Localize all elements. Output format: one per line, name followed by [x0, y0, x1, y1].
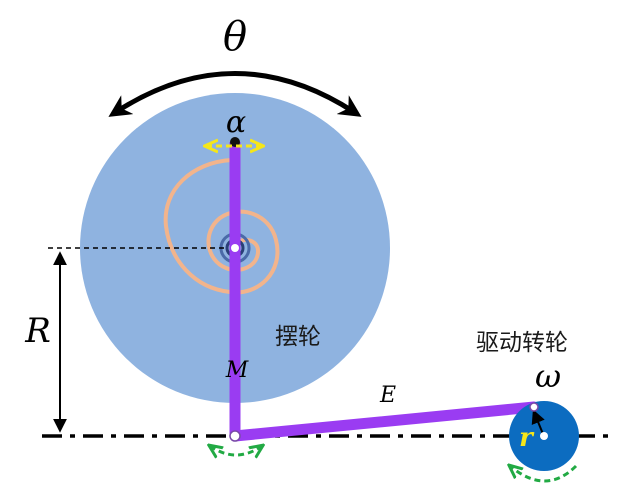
label-link-e: E — [379, 383, 396, 408]
label-crank-r: r — [519, 423, 535, 453]
joint-center — [231, 244, 239, 252]
label-drive-wheel: 驱动转轮 — [476, 330, 568, 356]
base-oscillation-arrow — [210, 446, 262, 455]
label-lever-m: M — [225, 358, 249, 383]
hairspring — [163, 158, 280, 295]
drive-rotation-arrow — [510, 466, 578, 483]
label-theta: θ — [223, 14, 247, 60]
link-rod-e — [229, 401, 540, 442]
label-radius: R — [24, 311, 51, 351]
label-balance-wheel: 摆轮 — [275, 324, 321, 350]
theta-swing-arrow — [108, 71, 362, 117]
drive-wheel-center — [540, 432, 548, 440]
joint-crank-pin — [529, 402, 539, 412]
crank-radius-arrow — [531, 409, 545, 435]
label-alpha: α — [226, 105, 246, 140]
joint-bottom — [229, 430, 241, 442]
label-omega: ω — [535, 357, 561, 395]
